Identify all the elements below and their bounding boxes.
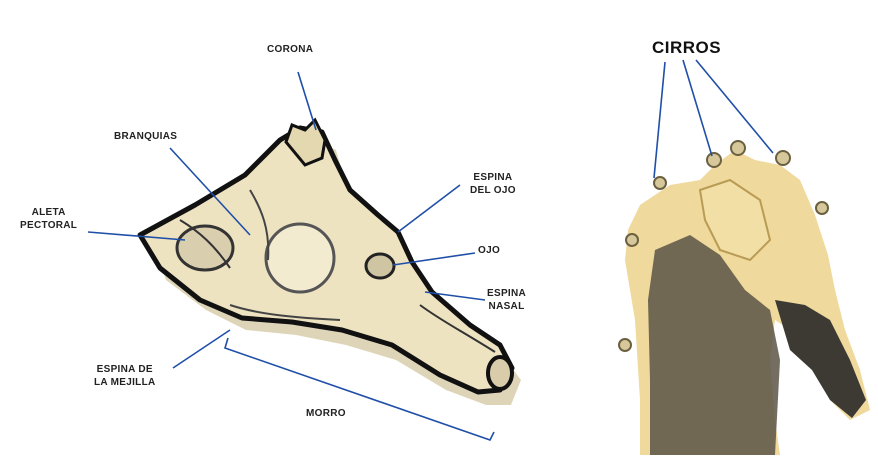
label-espina-nasal: ESPINA NASAL (487, 287, 526, 313)
label-cirros: CIRROS (652, 38, 721, 58)
label-corona: CORONA (267, 43, 313, 56)
label-morro: MORRO (306, 407, 346, 420)
seahorse-body-drawing (619, 141, 870, 455)
label-branquias: BRANQUIAS (114, 130, 177, 143)
label-espina-mejilla: ESPINA DE LA MEJILLA (94, 363, 156, 389)
label-espina-ojo: ESPINA DEL OJO (470, 171, 516, 197)
seahorse-head-drawing (140, 120, 521, 405)
label-ojo: OJO (478, 244, 500, 257)
label-aleta-pectoral: ALETA PECTORAL (20, 206, 77, 232)
